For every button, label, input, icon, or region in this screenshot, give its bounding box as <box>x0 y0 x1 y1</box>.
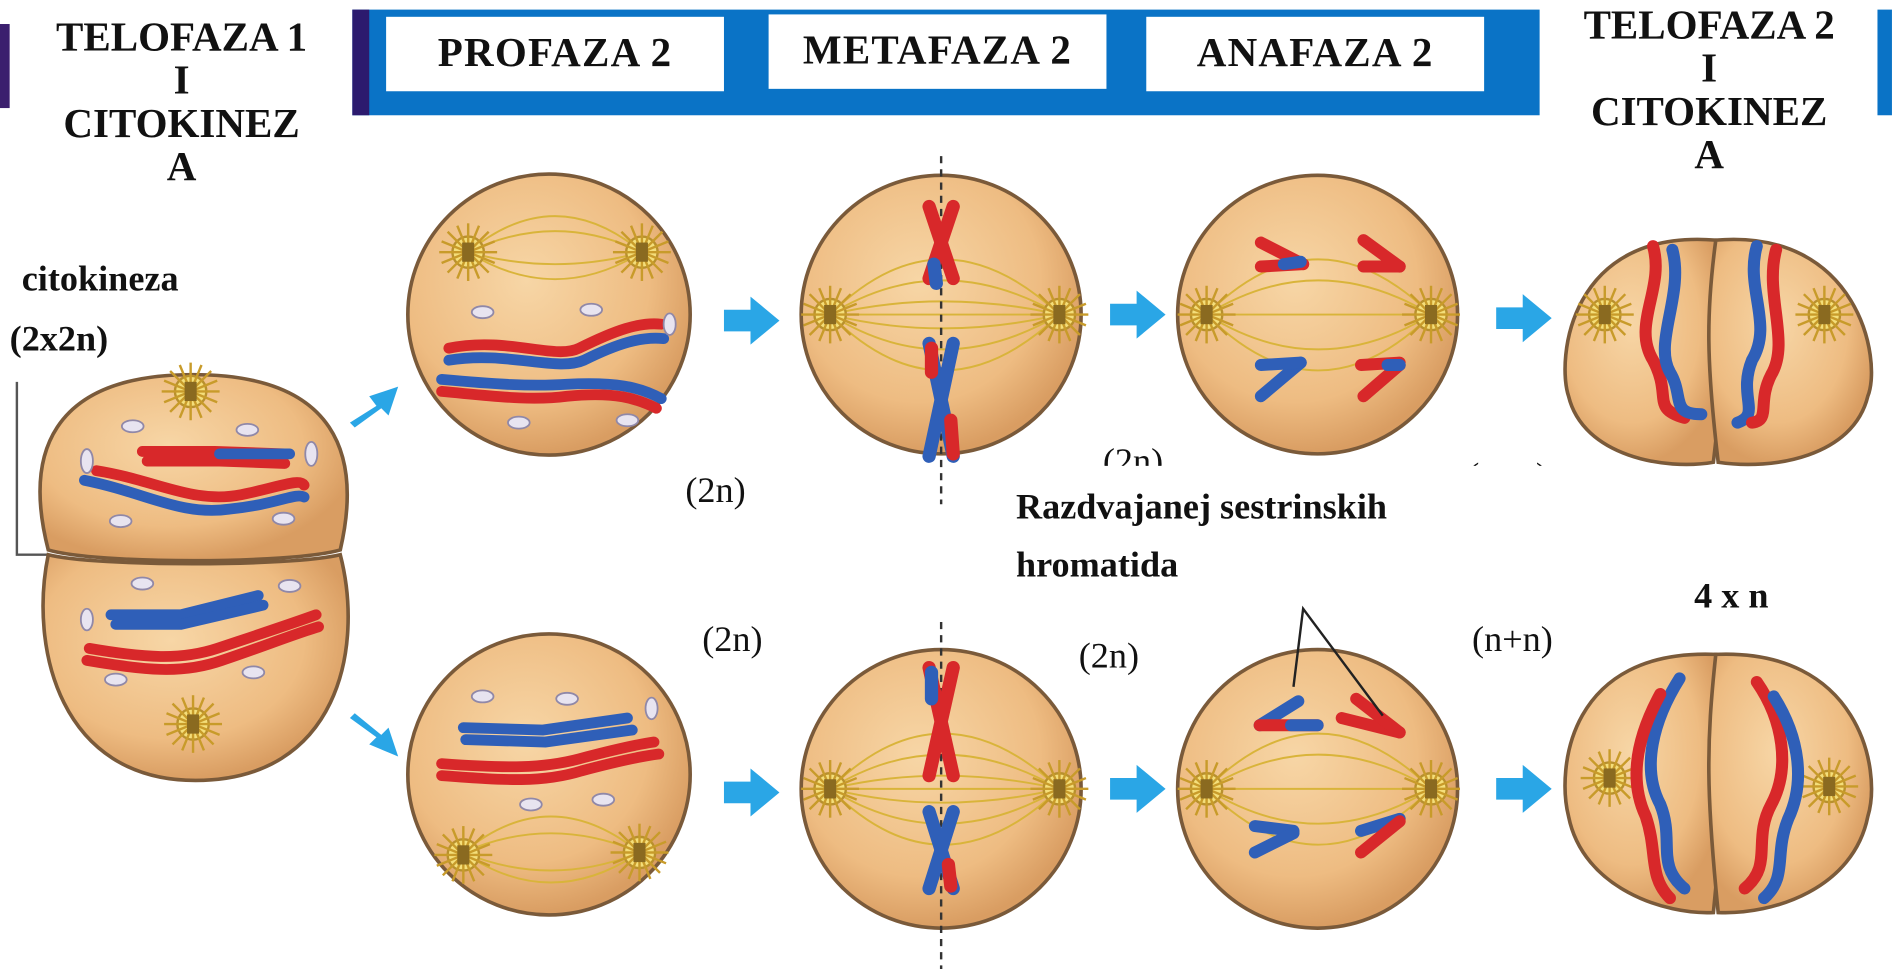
prophase2-cell-bottom <box>408 634 690 915</box>
label-ploidy-bottom-prophase: (2n) <box>702 620 762 661</box>
label-result-4xn: 4 x n <box>1694 576 1768 617</box>
metaphase2-cell-bottom <box>801 622 1088 969</box>
metaphase2-cell-top <box>801 156 1088 504</box>
telophase2-cells-bottom <box>1565 654 1871 913</box>
label-ploidy-top-prophase: (2n) <box>685 471 745 512</box>
label-ploidy-bottom-metaphase: (2n) <box>1079 636 1139 677</box>
telophase1-cell <box>17 363 348 781</box>
label-citokineza: citokineza <box>22 259 179 300</box>
label-separation-line2: hromatida <box>1016 545 1178 586</box>
anaphase2-cell-bottom <box>1178 609 1460 928</box>
prophase2-cell-top <box>408 174 690 455</box>
telophase2-cells-top <box>1565 239 1871 464</box>
label-ploidy-bottom-anaphase: (n+n) <box>1472 620 1553 661</box>
label-separation-line1: Razdvajanej sestrinskih <box>1016 487 1387 528</box>
label-ploidy-2x2n: (2x2n) <box>10 319 109 360</box>
anaphase2-cell-top <box>1178 175 1460 454</box>
